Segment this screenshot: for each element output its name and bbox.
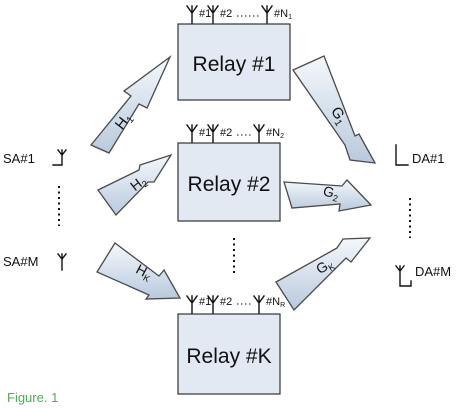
channel-hk-arrow: HK: [96, 242, 182, 300]
source-m-label: SA#M: [3, 254, 38, 269]
relay-k-title: Relay #K: [186, 345, 271, 368]
destination-m: DA#M: [395, 264, 451, 287]
channel-h2-arrow: H2: [97, 153, 173, 217]
relay-1-box: [177, 23, 291, 101]
relay-1-antenna-1-icon: [186, 5, 198, 25]
channel-gk-arrow-shape: [275, 237, 372, 312]
source-m-antenna-icon: [57, 253, 67, 271]
relay-2-antenna-1-icon: [186, 124, 198, 144]
relay-1-antenna-n-icon: [261, 5, 273, 25]
channel-h2-arrow-shape: [97, 153, 173, 217]
relay-1-antenna-2-label: #2: [220, 8, 232, 20]
source-1: SA#1: [3, 149, 67, 166]
relay-2-box: [177, 142, 281, 222]
channel-gk-arrow: GK: [275, 237, 372, 312]
destination-m-antenna-icon: [395, 265, 412, 287]
relay-k-antenna-2-label: #2: [220, 296, 232, 308]
source-m: SA#M: [3, 253, 67, 271]
relay-1-antenna-1-label: #1: [199, 8, 211, 20]
relay-1-antenna-n-label: #N1: [274, 8, 292, 21]
relay-k-antenna-1-icon: [186, 295, 198, 315]
destination-m-label: DA#M: [415, 264, 451, 279]
relay-k-antenna-1-label: #1: [199, 296, 211, 308]
destination-1-label: DA#1: [412, 151, 445, 166]
source-1-label: SA#1: [3, 151, 35, 166]
source-1-antenna-icon: [52, 149, 67, 166]
channel-hk-arrow-shape: [96, 242, 182, 300]
relay-2-title: Relay #2: [188, 173, 271, 196]
relay-k-antenna-n-icon: [253, 295, 265, 315]
channel-g2-arrow-shape: [283, 179, 373, 212]
channel-g1-arrow-shape: [292, 55, 377, 164]
relay-2: #1 #2 #N2 Relay #2: [177, 124, 284, 222]
relay-2-antenna-n-label: #N2: [266, 127, 284, 140]
relay-k-antenna-2-icon: [207, 295, 219, 315]
destination-1: DA#1: [395, 144, 445, 166]
relay-k-box: [177, 313, 281, 395]
channel-g2-arrow: G2: [283, 179, 373, 212]
channel-hk-label: HK: [133, 261, 156, 284]
relay-1-antenna-2-icon: [207, 5, 219, 25]
channel-g1-arrow: G1: [292, 55, 377, 164]
channel-h1-arrow-shape: [89, 54, 172, 154]
relay-2-antenna-2-icon: [207, 124, 219, 144]
relay-k: #1 #2 #NR Relay #K: [177, 295, 285, 395]
relay-2-antenna-2-label: #2: [220, 127, 232, 139]
destination-1-antenna-icon: [395, 144, 409, 166]
figure-caption: Figure. 1: [7, 390, 58, 405]
relay-1: #1 #2 #N1 Relay #1: [177, 5, 292, 101]
relay-1-title: Relay #1: [193, 53, 276, 76]
relay-k-antenna-n-label: #NR: [266, 296, 285, 309]
relay-2-antenna-n-icon: [253, 124, 265, 144]
channel-h1-arrow: H1: [89, 54, 172, 154]
relay-2-antenna-1-label: #1: [199, 127, 211, 139]
channel-g2-label: G2: [321, 182, 341, 203]
